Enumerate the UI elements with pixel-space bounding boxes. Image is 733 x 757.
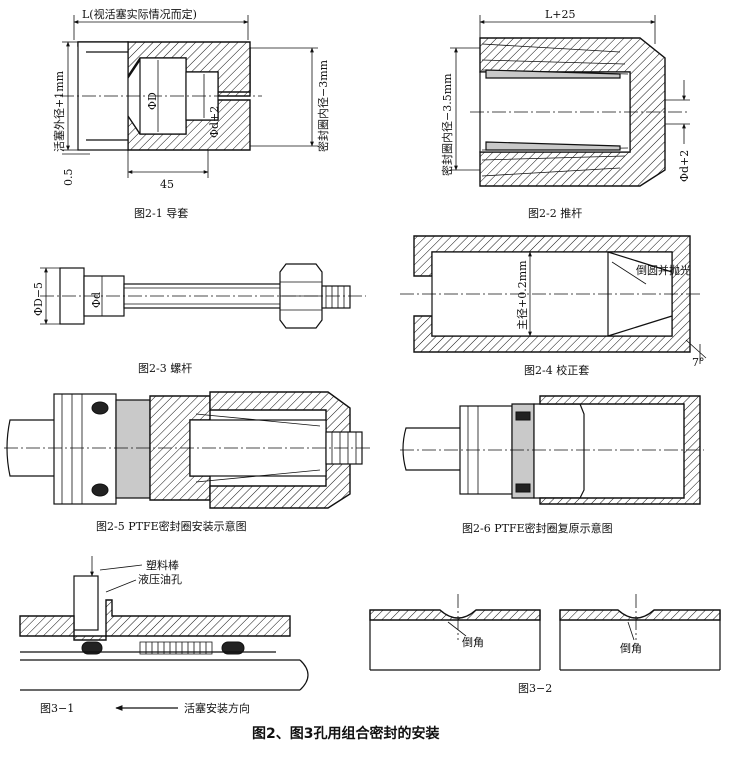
figure-2-1-guide-sleeve: L(视活塞实际情况而定) ΦD Φd+2 活塞外径+1mm 0.5 密封圈内径−… (52, 7, 330, 220)
figure-2-5-ptfe-installation: 图2-5 PTFE密封圈安装示意图 (4, 391, 370, 533)
figure-2-3-screw-rod: Φd ΦD−5 图2-3 螺杆 (32, 263, 366, 375)
fig2-3-caption: 图2-3 螺杆 (138, 361, 192, 375)
fig2-2-dim-left: 密封圈内径−3.5mm (440, 73, 454, 176)
fig2-1-caption: 图2-1 导套 (134, 207, 188, 220)
fig3-1-label-direction: 活塞安装方向 (184, 701, 250, 715)
main-caption: 图2、图3孔用组合密封的安装 (252, 725, 440, 742)
fig2-2-caption: 图2-2 推杆 (528, 206, 582, 220)
fig2-4-note: 倒圆并抛光 (636, 263, 691, 277)
figure-2-2-push-rod: L+25 Φd+2 密封圈内径−3.5mm 图2-2 推杆 (440, 8, 691, 220)
fig2-4-angle: 7° (692, 356, 705, 369)
fig2-4-caption: 图2-4 校正套 (524, 363, 589, 377)
fig2-1-dim-left: 活塞外径+1mm (52, 70, 66, 152)
fig2-2-dim-right: Φd+2 (678, 150, 691, 182)
fig2-1-dim-phi-D: ΦD (146, 92, 159, 110)
fig2-1-dim-phi-d2: Φd+2 (208, 106, 221, 138)
figure-3-2-chamfer: 倒角 倒角 图3−2 (369, 594, 721, 695)
fig2-3-dim-left: ΦD−5 (32, 282, 45, 316)
fig3-1-caption: 图3−1 (40, 702, 74, 715)
fig3-2-caption: 图3−2 (518, 682, 552, 695)
fig2-3-dim-phi-d: Φd (90, 292, 103, 308)
fig2-2-dim-top: L+25 (545, 8, 576, 21)
figure-2-4-calibration-sleeve: 主径+0.2mm 倒圆并抛光 7° 图2-4 校正套 (400, 235, 707, 377)
fig2-1-dim-05: 0.5 (62, 169, 75, 187)
fig2-1-dim-right: 密封圈内径−3mm (316, 59, 330, 152)
fig2-1-dim-top: L(视活塞实际情况而定) (82, 7, 197, 21)
fig3-1-label-oil: 液压油孔 (138, 572, 182, 586)
fig2-5-caption: 图2-5 PTFE密封圈安装示意图 (96, 519, 247, 533)
figure-3-1-installation: 塑料棒 液压油孔 图3−1 活塞安装方向 (19, 556, 309, 715)
fig2-6-caption: 图2-6 PTFE密封圈复原示意图 (462, 521, 613, 535)
fig3-2-label-right: 倒角 (620, 642, 642, 655)
fig3-1-label-rod: 塑料棒 (146, 558, 179, 572)
fig2-1-dim-45: 45 (160, 178, 174, 191)
fig2-4-dim-inner: 主径+0.2mm (516, 260, 529, 330)
fig3-2-label-left: 倒角 (462, 636, 484, 649)
figure-2-6-ptfe-restoration: 图2-6 PTFE密封圈复原示意图 (400, 395, 704, 535)
